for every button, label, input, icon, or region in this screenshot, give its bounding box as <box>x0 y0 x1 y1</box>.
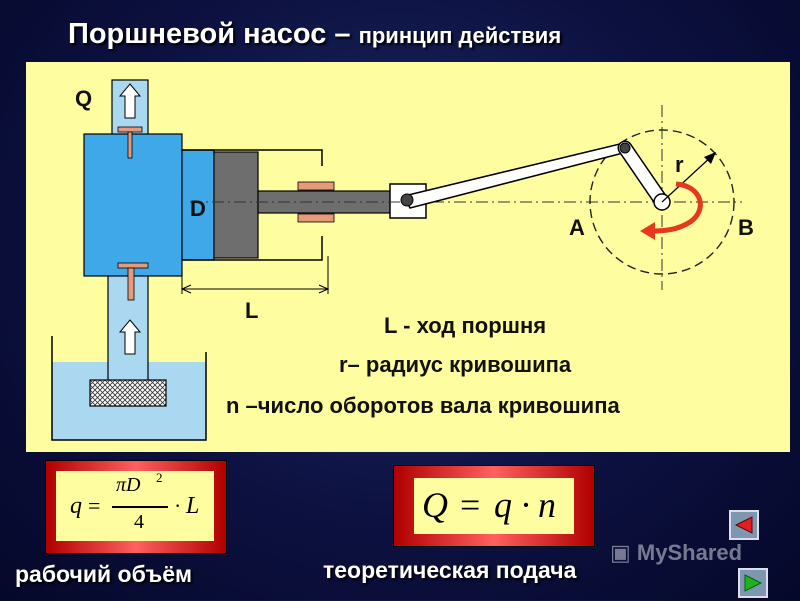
formula-flow-dot: · <box>520 485 532 525</box>
connecting-rod <box>402 142 628 209</box>
legend-rpm: n –число оборотов вала кривошипа <box>226 393 620 418</box>
dim-arrow-right-icon <box>318 284 330 294</box>
formula-Q: Q <box>422 485 448 525</box>
cylinder-top-wall <box>182 149 323 166</box>
prev-slide-button[interactable] <box>729 510 759 540</box>
cylinder-bottom-wall <box>182 236 323 261</box>
radius-line <box>661 155 713 203</box>
formula-denominator: 4 <box>134 511 144 533</box>
pump-chamber <box>83 133 183 277</box>
seal-top <box>297 181 335 191</box>
caption-flow: теоретическая подача <box>323 557 577 583</box>
slide-title: Поршневой насос – принцип действия <box>68 18 561 51</box>
fraction-bar <box>112 506 168 508</box>
next-slide-button[interactable] <box>738 568 768 598</box>
rotation-arrowhead-icon <box>640 222 655 240</box>
formula-power: 2 <box>156 470 163 485</box>
caption-volume: рабочий объём <box>15 561 193 587</box>
formula-eq: = <box>88 493 101 518</box>
title-sub: принцип действия <box>358 23 562 48</box>
piston <box>213 151 259 259</box>
watermark-icon: ▣ <box>610 540 631 565</box>
radius-arrowhead-icon <box>704 152 716 164</box>
label-L: L <box>245 298 258 323</box>
volume-formula: q = πD 2 4 · L <box>56 470 214 541</box>
rotation-arrow <box>651 181 703 234</box>
seal-bottom <box>297 213 335 223</box>
formula-q: q <box>70 493 82 519</box>
legend-radius: r– радиус кривошипа <box>339 352 572 377</box>
formula-L: L <box>186 493 200 519</box>
formula-flow-eq: = <box>460 485 481 525</box>
formula-flow-q: q <box>494 485 512 525</box>
formula-pi-d: πD <box>116 474 141 496</box>
label-Q: Q <box>75 86 92 111</box>
suction-flow-arrow-icon <box>118 319 142 355</box>
flow-formula-box: Q = q · n <box>393 465 595 547</box>
label-B: B <box>738 215 754 240</box>
watermark-text: MyShared <box>636 540 743 565</box>
watermark: ▣ MyShared <box>610 540 742 566</box>
label-D: D <box>190 196 206 221</box>
next-arrow-icon <box>744 574 763 592</box>
flow-formula: Q = q · n <box>414 478 574 534</box>
volume-formula-box: q = πD 2 4 · L <box>45 460 227 554</box>
dim-arrow-left-icon <box>180 284 192 294</box>
discharge-flow-arrow-icon <box>118 83 142 119</box>
label-r: r <box>675 152 684 177</box>
label-A: A <box>569 215 585 240</box>
formula-n: n <box>538 485 556 525</box>
crosshead-pin <box>400 193 414 207</box>
suction-valve <box>117 262 149 301</box>
formula-dot: · <box>174 493 182 518</box>
legend-stroke: L - ход поршня <box>384 313 547 338</box>
reservoir-wall <box>51 336 207 441</box>
cylinder-fluid <box>181 149 215 261</box>
suction-filter <box>89 379 167 407</box>
title-main: Поршневой насос – <box>68 18 351 50</box>
discharge-valve <box>117 126 143 159</box>
prev-arrow-icon <box>734 516 753 534</box>
